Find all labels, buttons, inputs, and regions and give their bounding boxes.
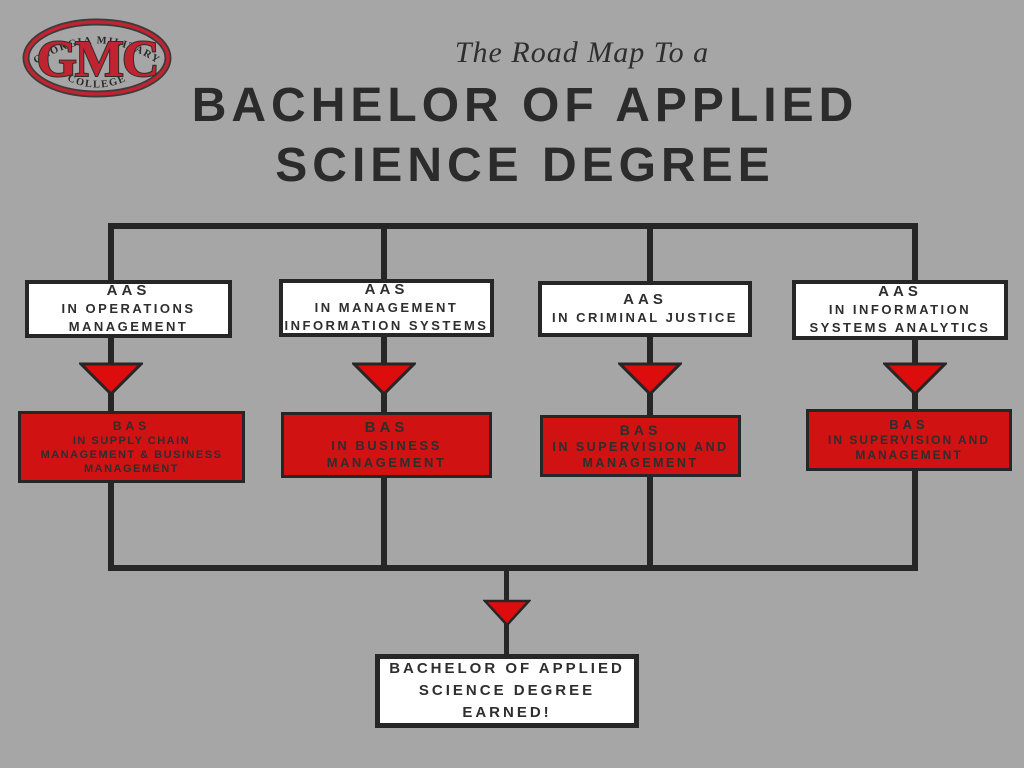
aas-box-information-systems-analytics: AAS IN INFORMATION SYSTEMS ANALYTICS (792, 280, 1008, 340)
aas-box-management-information-systems: AAS IN MANAGEMENT INFORMATION SYSTEMS (279, 279, 494, 337)
logo-ellipse-inner (24, 20, 170, 96)
logo-text-gmc: GMC (36, 31, 157, 88)
aas-program-label: IN MANAGEMENT INFORMATION SYSTEMS (284, 300, 489, 333)
bas-degree-label: BAS (889, 417, 929, 432)
down-arrow-icon (618, 362, 682, 396)
aas-program-label: IN INFORMATION SYSTEMS ANALYTICS (809, 302, 991, 335)
bas-program-label: IN SUPPLY CHAIN MANAGEMENT & BUSINESS MA… (40, 434, 223, 475)
down-arrow-icon (79, 362, 143, 396)
connector-bottom-horizontal (108, 565, 918, 571)
aas-program-label: IN OPERATIONS MANAGEMENT (61, 301, 196, 334)
bas-degree-label: BAS (112, 418, 151, 433)
down-arrow-icon (483, 599, 531, 627)
tagline: The Road Map To a (454, 36, 710, 69)
aas-degree-label: AAS (106, 282, 151, 299)
aas-degree-label: AAS (878, 283, 922, 300)
page-title: BACHELOR OF APPLIED SCIENCE DEGREE (191, 79, 859, 192)
bas-box-supervision-management-1: BAS IN SUPERVISION AND MANAGEMENT (540, 415, 741, 477)
bas-box-business-management: BAS IN BUSINESS MANAGEMENT (281, 412, 492, 478)
down-arrow-icon (352, 362, 416, 396)
bas-program-label: IN BUSINESS MANAGEMENT (326, 438, 447, 470)
result-box-degree-earned: BACHELOR OF APPLIED SCIENCE DEGREE EARNE… (375, 654, 639, 728)
bas-program-label: IN SUPERVISION AND MANAGEMENT (552, 439, 729, 470)
connector-vertical-col2 (381, 223, 387, 571)
bas-box-supervision-management-2: BAS IN SUPERVISION AND MANAGEMENT (806, 409, 1012, 471)
gmc-logo: GEORGIA MILITARY COLLEGE GMC (22, 18, 172, 98)
connector-vertical-col3 (647, 223, 653, 571)
bas-degree-label: BAS (364, 419, 409, 436)
aas-degree-label: AAS (623, 291, 667, 308)
bas-program-label: IN SUPERVISION AND MANAGEMENT (827, 433, 991, 462)
bas-degree-label: BAS (619, 421, 662, 438)
aas-program-label: IN CRIMINAL JUSTICE (552, 310, 738, 325)
aas-degree-label: AAS (364, 281, 409, 298)
down-arrow-icon (883, 362, 947, 396)
aas-box-criminal-justice: AAS IN CRIMINAL JUSTICE (538, 281, 752, 337)
bas-box-supply-chain-business-management: BAS IN SUPPLY CHAIN MANAGEMENT & BUSINES… (18, 411, 245, 483)
connector-vertical-col4 (912, 223, 918, 571)
aas-box-operations-management: AAS IN OPERATIONS MANAGEMENT (25, 280, 232, 338)
connector-vertical-col1 (108, 223, 114, 571)
connector-top-horizontal (108, 223, 918, 229)
